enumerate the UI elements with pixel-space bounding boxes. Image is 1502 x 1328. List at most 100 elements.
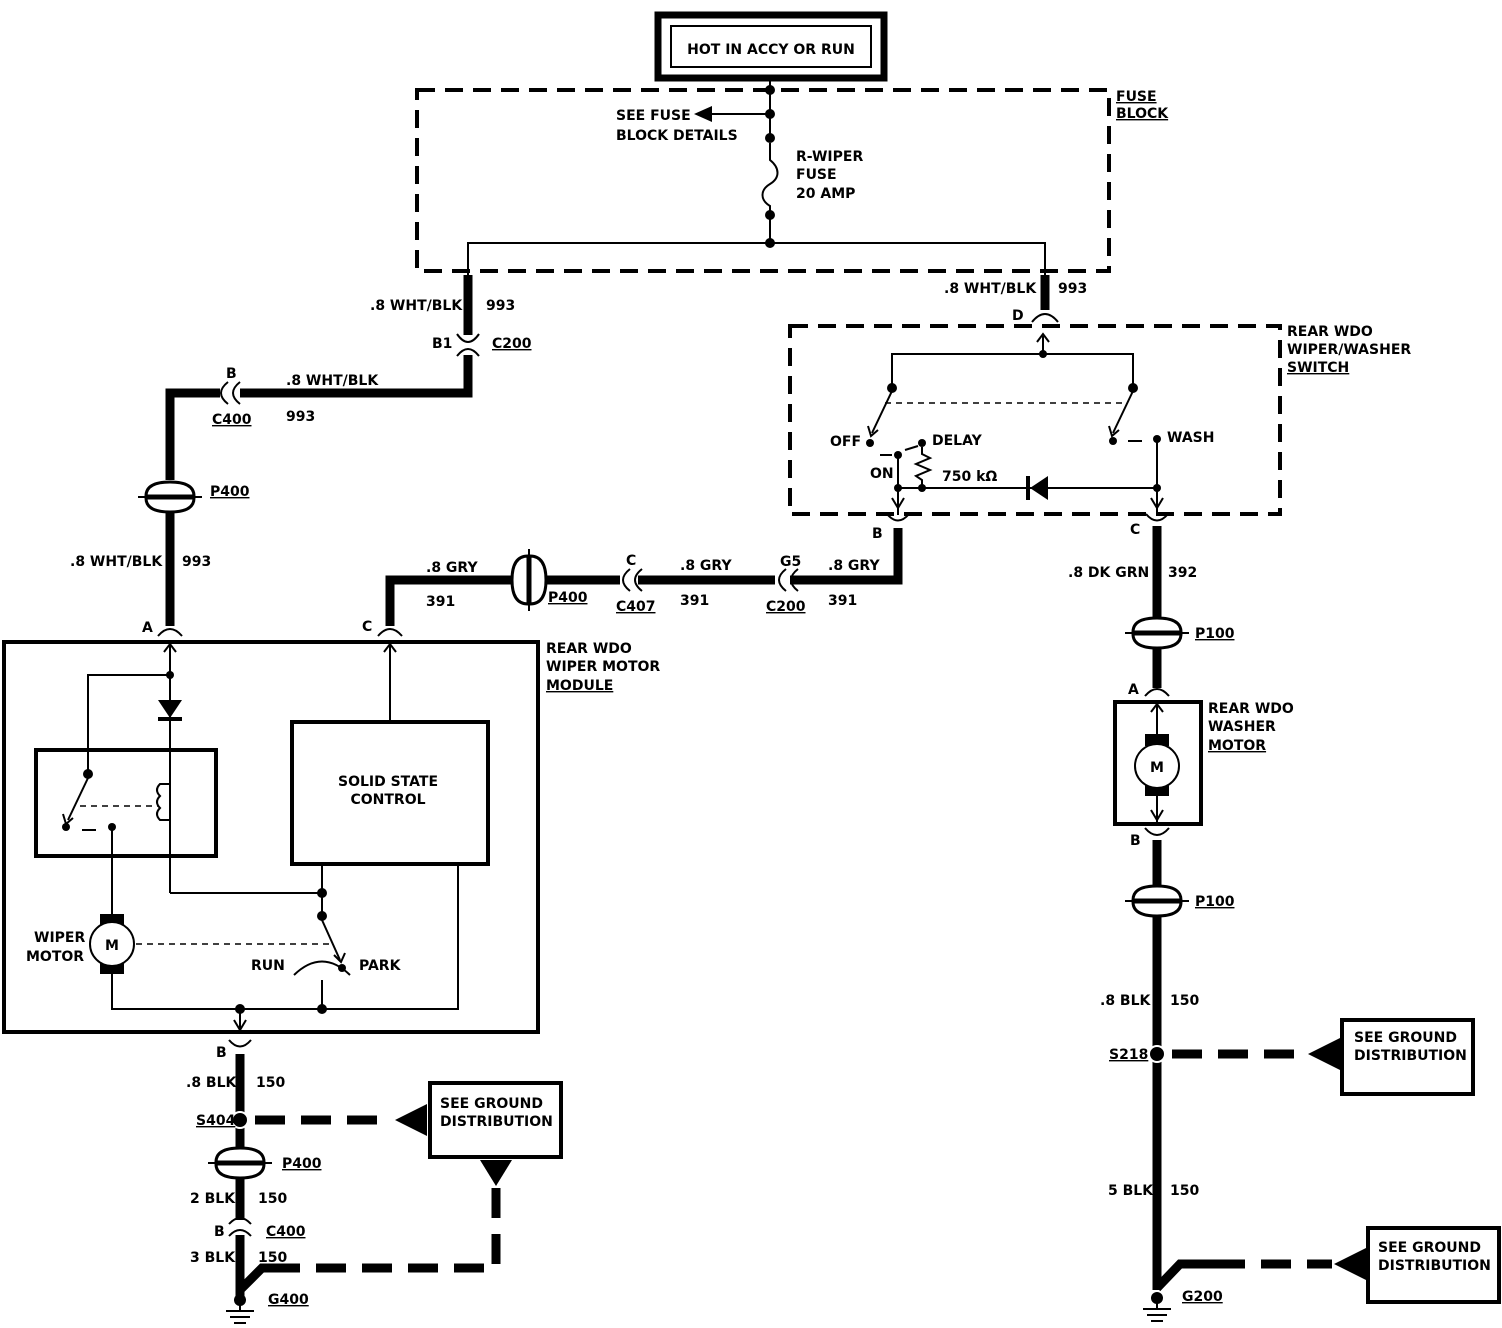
circuit-number: 150	[1170, 993, 1199, 1009]
wire-color: .8 GRY	[680, 558, 732, 574]
junction-dot	[765, 109, 775, 119]
ground-distribution-arrow-icon	[395, 1104, 427, 1136]
pin-b: B	[226, 366, 237, 382]
connector-c400: C400	[266, 1224, 306, 1240]
circuit-number: 993	[286, 409, 315, 425]
switch-pin-c-icon	[1145, 513, 1169, 522]
splice-s218-icon	[1148, 1045, 1166, 1063]
passthrough-p100-icon	[1131, 616, 1183, 634]
connector-c200: C200	[492, 336, 532, 352]
washer-pin-b-icon	[1144, 827, 1170, 836]
connector-c407-icon	[634, 568, 643, 592]
switch-pin-c: C	[1130, 522, 1140, 538]
switch-off-label: OFF	[830, 434, 861, 450]
fuse-block: FUSE BLOCK SEE FUSE BLOCK DETAILS R-WIPE…	[415, 78, 1169, 275]
wiper-motor-icon	[89, 921, 135, 967]
connector-c200: C200	[766, 599, 806, 615]
module-pin-c-icon	[377, 628, 403, 637]
gry-circuit: G5 C200 .8 GRY 391 .8 GRY 391 C C407 P40…	[385, 528, 903, 626]
see-ground-1b: DISTRIBUTION	[1354, 1048, 1467, 1064]
fuse-name-1: R-WIPER	[796, 149, 863, 165]
module-pin-c: C	[362, 619, 372, 635]
solid-state-control-label-2: CONTROL	[350, 792, 425, 808]
passthrough-p100: P100	[1195, 894, 1235, 910]
circuit-number: 993	[486, 298, 515, 314]
see-ground-2a: SEE GROUND	[1378, 1240, 1481, 1256]
see-fuse-details-1: SEE FUSE	[616, 108, 691, 124]
wire-color: 2 BLK	[190, 1191, 236, 1207]
ground-g200: G200	[1182, 1289, 1223, 1305]
fuse-block-label-1: FUSE	[1116, 89, 1157, 105]
connector-c200-icon	[790, 568, 799, 592]
connector-c400-icon	[220, 381, 229, 405]
wire-color: .8 DK GRN	[1068, 565, 1149, 581]
see-fuse-details-2: BLOCK DETAILS	[616, 128, 738, 144]
washer-pin-b: B	[1130, 833, 1141, 849]
module-title-1: REAR WDO	[546, 641, 632, 657]
fuse-block-label-2: BLOCK	[1116, 106, 1169, 122]
module-title-3: MODULE	[546, 678, 613, 694]
circuit-number: 392	[1168, 565, 1197, 581]
right-feed-circuit: .8 WHT/BLK 993 D	[944, 275, 1087, 324]
diode-icon	[158, 700, 182, 718]
wire-color: .8 WHT/BLK	[70, 554, 163, 570]
circuit-number: 993	[182, 554, 211, 570]
run-label: RUN	[251, 958, 285, 974]
see-ground-1: SEE GROUND	[440, 1096, 543, 1112]
circuit-number: 391	[680, 593, 709, 609]
wiper-motor-module: REAR WDO WIPER MOTOR MODULE A C SOLID ST…	[2, 619, 660, 1034]
washer-title-1: REAR WDO	[1208, 701, 1294, 717]
pin-b1: B1	[432, 336, 452, 352]
pin-g5: G5	[780, 554, 801, 570]
module-pin-b-icon	[228, 1039, 252, 1048]
ground-distribution-arrow-icon	[480, 1160, 512, 1186]
switch-title-3: SWITCH	[1287, 360, 1349, 376]
cam-contact-icon	[293, 960, 351, 976]
see-ground-1a: SEE GROUND	[1354, 1030, 1457, 1046]
circuit-number: 150	[258, 1191, 287, 1207]
relay-box	[34, 748, 218, 858]
wire-color: .8 WHT/BLK	[286, 373, 379, 389]
connector-c400-icon	[228, 1217, 252, 1225]
ground-g400: G400	[268, 1292, 309, 1308]
circuit-number: 391	[426, 594, 455, 610]
wiper-motor-label-1: WIPER	[34, 930, 85, 946]
ground-distribution-arrow-icon	[1308, 1038, 1340, 1070]
washer-motor-icon	[1134, 743, 1180, 789]
module-pin-a-icon	[157, 628, 183, 637]
wire-color: .8 WHT/BLK	[370, 298, 463, 314]
switch-pin-b: B	[872, 526, 883, 542]
pin-c: C	[626, 553, 636, 569]
passthrough-p400-icon	[144, 480, 196, 498]
fuse-symbol-icon	[761, 143, 779, 212]
washer-motor-symbol: M	[1150, 760, 1164, 776]
wire-color: .8 GRY	[828, 558, 880, 574]
resistor-icon	[913, 447, 933, 488]
switch-contact-dot	[1128, 383, 1138, 393]
passthrough-p100: P100	[1195, 626, 1235, 642]
relay-coil-icon	[156, 783, 170, 821]
passthrough-p400-icon	[510, 554, 530, 606]
module-pin-b: B	[216, 1045, 227, 1061]
washer-pin-a: A	[1128, 682, 1139, 698]
switch-delay-label: DELAY	[932, 433, 983, 449]
wire-color: 3 BLK	[190, 1250, 236, 1266]
splice-s218: S218	[1109, 1047, 1148, 1063]
passthrough-p400: P400	[210, 484, 250, 500]
wiper-motor-symbol: M	[105, 938, 119, 954]
washer-pin-a-icon	[1144, 688, 1170, 697]
splice-s404-icon	[231, 1111, 249, 1129]
switch-title-2: WIPER/WASHER	[1287, 342, 1411, 358]
solid-state-control-label-1: SOLID STATE	[338, 774, 438, 790]
connector-c400: C400	[212, 412, 252, 428]
washer-motor-box	[1113, 700, 1203, 826]
ground-distribution-arrow-icon	[1334, 1248, 1366, 1280]
wiper-washer-switch: REAR WDO WIPER/WASHER SWITCH OFF DELAY O…	[788, 324, 1411, 542]
pin-b: B	[214, 1224, 225, 1240]
pin-d: D	[1012, 308, 1024, 324]
circuit-number: 150	[258, 1250, 287, 1266]
arrow-left-icon	[694, 106, 712, 122]
wire-color: .8 WHT/BLK	[944, 281, 1037, 297]
circuit-number: 150	[1170, 1183, 1199, 1199]
fuse-terminal-dot	[765, 133, 775, 143]
